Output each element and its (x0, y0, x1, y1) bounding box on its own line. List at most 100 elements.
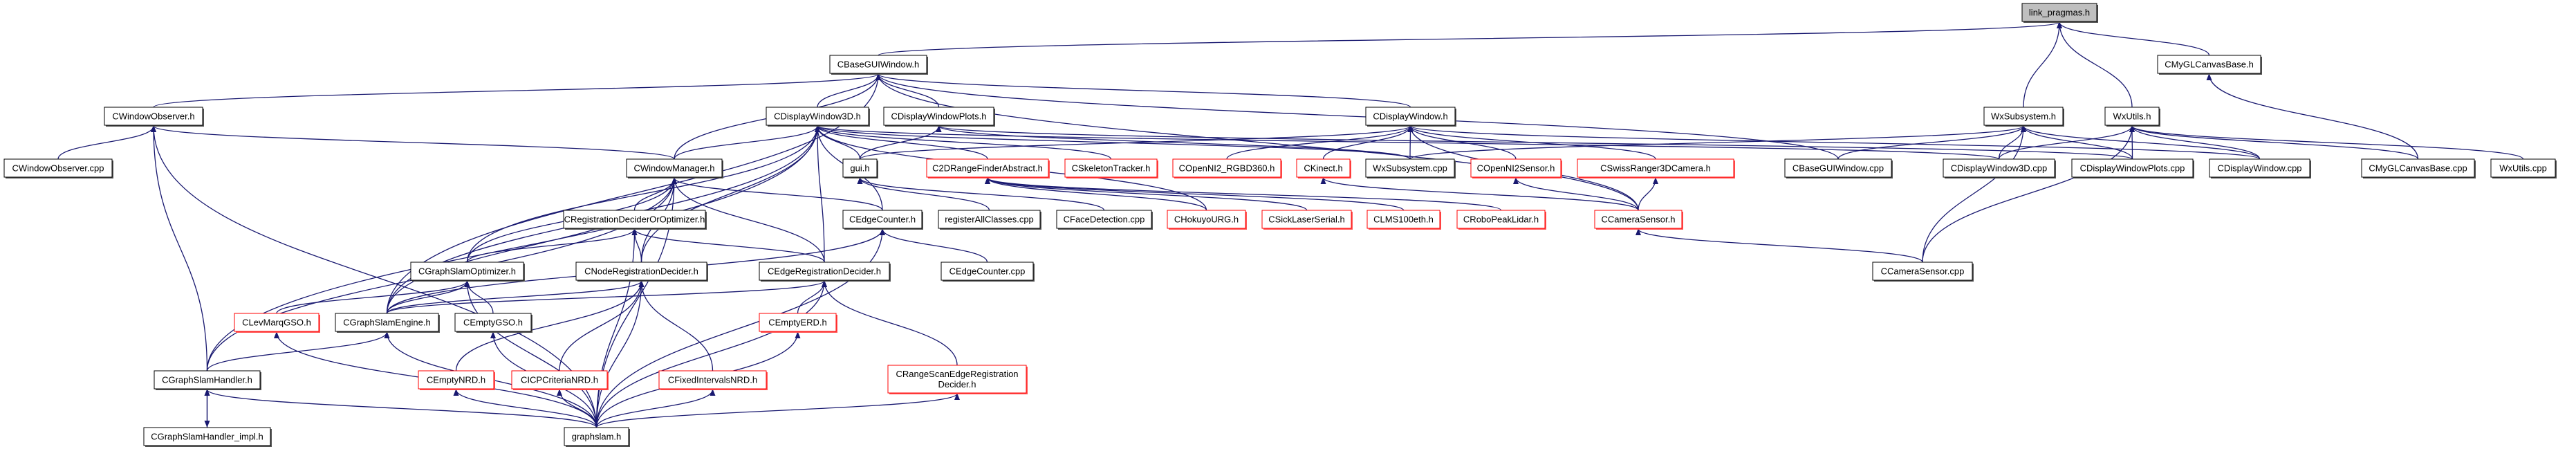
edge-ccamerasensor-cpp-to-wxutils-h (1922, 125, 2135, 263)
node-cnoderegistrationdecider-h[interactable]: CNodeRegistrationDecider.h (575, 262, 708, 282)
edge-cdisplaywindow3d-cpp-to-cdisplaywindow3d-h (815, 125, 2000, 160)
node-label: WxUtils.cpp (2499, 163, 2547, 174)
node-csicklaserserial-h[interactable]: CSickLaserSerial.h (1261, 210, 1353, 230)
node-cwindowobserver-cpp[interactable]: CWindowObserver.cpp (3, 158, 113, 178)
node-ccamerasensor-cpp[interactable]: CCameraSensor.cpp (1872, 262, 1974, 282)
node-cemptygso-h[interactable]: CEmptyGSO.h (454, 313, 532, 333)
edge-gui-h-to-cdisplaywindowplots-h (859, 125, 942, 160)
node-cicpcriterianrd-h[interactable]: CICPCriteriaNRD.h (511, 370, 609, 390)
node-box (104, 107, 203, 126)
node-wxutils-cpp[interactable]: WxUtils.cpp (2490, 158, 2557, 178)
node-box (1365, 107, 1456, 126)
node-copenni2-rgbd360-h[interactable]: COpenNI2_RGBD360.h (1172, 158, 1282, 178)
node-cedgecounter-cpp[interactable]: CEdgeCounter.cpp (940, 262, 1035, 282)
node-cdisplaywindow-h[interactable]: CDisplayWindow.h (1365, 107, 1456, 127)
node-box (1456, 210, 1546, 229)
edge-ccamerasensor-cpp-to-ccamerasensor-h (1636, 228, 1923, 263)
node-cgraphslamengine-h[interactable]: CGraphSlamEngine.h (335, 313, 440, 333)
node-label: CBaseGUIWindow.cpp (1792, 163, 1884, 174)
edge-clms100eth-h-to-c2drangefinderabstract-h (985, 177, 1405, 211)
node-wxsubsystem-cpp[interactable]: WxSubsystem.cpp (1365, 158, 1456, 178)
node-cregistrationdecideroroptimizer-h[interactable]: CRegistrationDeciderOrOptimizer.h (563, 210, 707, 230)
edge-cgraphslamhandler-h-to-cdisplaywindow3d-h (206, 125, 820, 372)
edge-graphslam-h-to-cregistrationdecideroroptimizer-h (595, 228, 638, 428)
node-cfixedintervalsnrd-h[interactable]: CFixedIntervalsNRD.h (658, 370, 768, 390)
edge-registerallclasses-cpp-to-gui-h (857, 177, 990, 211)
node-label: CSwissRanger3DCamera.h (1600, 163, 1711, 174)
node-box (1872, 262, 1973, 281)
node-cdisplaywindowplots-h[interactable]: CDisplayWindowPlots.h (883, 107, 995, 127)
edge-wxsubsystem-cpp-to-wxsubsystem-h (1409, 125, 2026, 160)
node-label: CGraphSlamHandler.h (162, 375, 252, 385)
node-label: CWindowManager.h (633, 163, 714, 174)
node-cdisplaywindow3d-h[interactable]: CDisplayWindow3D.h (766, 107, 870, 127)
node-ckinect-h[interactable]: CKinect.h (1296, 158, 1351, 178)
node-cwindowobserver-h[interactable]: CWindowObserver.h (104, 107, 204, 127)
node-wxsubsystem-h[interactable]: WxSubsystem.h (1983, 107, 2064, 127)
node-box (2490, 158, 2556, 178)
node-box (842, 158, 878, 178)
node-cemptyerd-h[interactable]: CEmptyERD.h (759, 313, 837, 333)
node-cfacedetection-cpp[interactable]: CFaceDetection.cpp (1056, 210, 1153, 230)
node-cgraphslamoptimizer-h[interactable]: CGraphSlamOptimizer.h (410, 262, 525, 282)
node-label: COpenNI2_RGBD360.h (1179, 163, 1275, 174)
node-registerallclasses-cpp[interactable]: registerAllClasses.cpp (938, 210, 1041, 230)
node-cdisplaywindow3d-cpp[interactable]: CDisplayWindow3D.cpp (1943, 158, 2056, 178)
node-label: graphslam.h (572, 432, 622, 442)
node-ccamerasensor-h[interactable]: CCameraSensor.h (1594, 210, 1683, 230)
node-cbaseguiwindow-cpp[interactable]: CBaseGUIWindow.cpp (1784, 158, 1893, 178)
node-label: CSkeletonTracker.h (1072, 163, 1151, 174)
node-cmyglcanvasbase-cpp[interactable]: CMyGLCanvasBase.cpp (2361, 158, 2476, 178)
edge-wxsubsystem-cpp-to-cdisplaywindowplots-h (936, 125, 1411, 160)
edge-graphslam-h-to-cgraphslamoptimizer-h (464, 280, 597, 428)
node-cedgeregistrationdecider-h[interactable]: CEdgeRegistrationDecider.h (759, 262, 891, 282)
node-label: C2DRangeFinderAbstract.h (932, 163, 1043, 174)
edge-chokuyourg-h-to-c2drangefinderabstract-h (985, 177, 1207, 211)
node-cgraphslamhandler-h[interactable]: CGraphSlamHandler.h (154, 370, 261, 390)
node-cedgecounter-h[interactable]: CEdgeCounter.h (842, 210, 923, 230)
edge-cgraphslamhandler-h-to-cwindowobserver-h (151, 125, 208, 372)
node-label: CHokuyoURG.h (1174, 214, 1239, 225)
edge-cfacedetection-cpp-to-gui-h (857, 177, 1105, 211)
edge-graphslam-h-to-cedgeregistrationdecider-h (595, 280, 827, 428)
node-cmyglcanvasbase-h[interactable]: CMyGLCanvasBase.h (2157, 55, 2262, 75)
node-box (2071, 158, 2194, 178)
node-clevmarqgso-h[interactable]: CLevMarqGSO.h (234, 313, 320, 333)
node-label: CEmptyGSO.h (463, 318, 523, 328)
edge-cdisplaywindow-cpp-to-cdisplaywindow-h (1407, 125, 2261, 160)
node-cemptynrd-h[interactable]: CEmptyNRD.h (418, 370, 495, 390)
node-graphslam-h[interactable]: graphslam.h (564, 427, 630, 447)
edge-cedgeregistrationdecider-h-to-cwindowmanager-h (671, 177, 825, 263)
node-box (2157, 55, 2261, 74)
edge-graphslam-h-to-cicpcriterianrd-h (557, 389, 597, 428)
node-box (154, 370, 261, 390)
node-link-pragmas-h[interactable]: link_pragmas.h (2021, 3, 2098, 23)
node-label: CWindowObserver.cpp (12, 163, 104, 174)
edge-c2drangefinderabstract-h-to-cdisplaywindow3d-h (815, 125, 988, 160)
node-box (335, 313, 439, 332)
node-box (883, 107, 994, 126)
edge-cedgeregistrationdecider-h-to-cregistrationdecideroroptimizer-h (631, 228, 825, 263)
node-cdisplaywindowplots-cpp[interactable]: CDisplayWindowPlots.cpp (2071, 158, 2194, 178)
node-cgraphslamhandler-impl-h[interactable]: CGraphSlamHandler_impl.h (143, 427, 272, 447)
node-box (759, 313, 837, 332)
node-cswissranger3dcamera-h[interactable]: CSwissRanger3DCamera.h (1577, 158, 1735, 178)
node-clms100eth-h[interactable]: CLMS100eth.h (1366, 210, 1441, 230)
node-chokuyourg-h[interactable]: CHokuyoURG.h (1167, 210, 1247, 230)
node-box (234, 313, 319, 332)
edge-cswissranger3dcamera-h-to-cdisplaywindow-h (1407, 125, 1656, 160)
node-cdisplaywindow-cpp[interactable]: CDisplayWindow.cpp (2209, 158, 2311, 178)
node-box (1577, 158, 1734, 178)
node-label: CSickLaserSerial.h (1268, 214, 1345, 225)
node-c2drangefinderabstract-h[interactable]: C2DRangeFinderAbstract.h (926, 158, 1050, 178)
node-cbaseguiwindow-h[interactable]: CBaseGUIWindow.h (829, 55, 928, 75)
node-cskeletontracker-h[interactable]: CSkeletonTracker.h (1064, 158, 1158, 178)
node-gui-h[interactable]: gui.h (842, 158, 878, 178)
node-cwindowmanager-h[interactable]: CWindowManager.h (626, 158, 723, 178)
node-wxutils-h[interactable]: WxUtils.h (2104, 107, 2160, 127)
node-box (511, 370, 608, 390)
node-crobopeaklidar-h[interactable]: CRoboPeakLidar.h (1456, 210, 1546, 230)
node-copenni2sensor-h[interactable]: COpenNI2Sensor.h (1470, 158, 1562, 178)
edge-cicpcriterianrd-h-to-cnoderegistrationdecider-h (559, 280, 645, 372)
